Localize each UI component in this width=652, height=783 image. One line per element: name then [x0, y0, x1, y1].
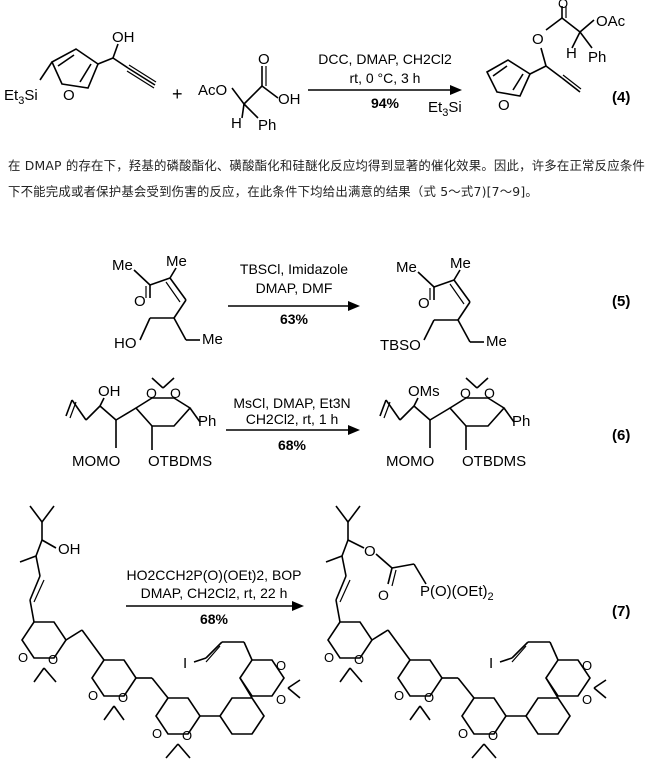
acetonide-o-label-5: O	[152, 726, 162, 741]
otbdms-label: OTBDMS	[148, 453, 212, 470]
product-iodo-label: I	[489, 655, 493, 672]
product-acetonide-o-label-5: O	[458, 726, 468, 741]
ester-product-structure	[485, 6, 595, 97]
product-h-label: H	[566, 45, 577, 62]
product-acetonide-o-label-8: O	[582, 692, 592, 707]
product-ketone-o-label: O	[418, 295, 430, 312]
oh-label: OH	[112, 29, 135, 46]
me-label-2: Me	[166, 253, 187, 270]
phosphonoacetate-product-structure	[325, 505, 607, 759]
dioxane-o-label-1: O	[146, 385, 157, 401]
product-dioxane-o-label-1: O	[460, 385, 471, 401]
product-acetonide-o-label-7: O	[582, 658, 592, 673]
phosphonate-label: P(O)(OEt)2	[420, 583, 494, 603]
product-otbdms-label: OTBDMS	[462, 453, 526, 470]
mesylate-product-structure	[379, 377, 515, 450]
oh-label: OH	[98, 383, 121, 400]
et3si-label: Et3Si	[4, 87, 38, 107]
ester-o-label: O	[532, 31, 544, 48]
equation-number: (6)	[612, 427, 630, 444]
product-acetonide-o-label-2: O	[354, 652, 364, 667]
product-mom-label: MOMO	[386, 453, 434, 470]
me-label-3: Me	[202, 331, 223, 348]
h-label: H	[231, 115, 242, 132]
yield-label: 94%	[371, 95, 400, 111]
conditions-line-1: HO2CCH2P(O)(OEt)2, BOP	[126, 567, 301, 583]
acetonide-o-label-8: O	[276, 692, 286, 707]
ketone-o-label: O	[134, 293, 146, 310]
scheme-eq4: OH Et3Si O + AcO O OH H Ph DCC, DMAP, CH…	[0, 0, 652, 150]
product-furan-o-label: O	[498, 97, 510, 114]
acetonide-o-label-7: O	[276, 658, 286, 673]
conditions-line-2: rt, 0 °C, 3 h	[350, 70, 421, 86]
conditions-line-1: MsCl, DMAP, Et3N	[233, 395, 350, 411]
aco-label: AcO	[198, 82, 227, 99]
conditions-line-2: DMAP, CH2Cl2, rt, 22 h	[141, 585, 288, 601]
conditions-line-2: DMAP, DMF	[256, 280, 333, 296]
me-label-1: Me	[112, 257, 133, 274]
product-dioxane-o-label-2: O	[484, 385, 495, 401]
ester-carbonyl-o-label: O	[558, 0, 568, 11]
acetonide-o-label-4: O	[118, 690, 128, 705]
product-ph-label: Ph	[588, 49, 606, 66]
product-me-label-1: Me	[396, 259, 417, 276]
yield-label: 68%	[278, 437, 307, 453]
equation-number: (5)	[612, 293, 630, 310]
acetonide-o-label-1: O	[18, 650, 28, 665]
ester-o-label: O	[364, 543, 376, 560]
acetyl-mandelic-acid-structure	[231, 66, 279, 119]
product-me-label-2: Me	[450, 255, 471, 272]
tbs-ether-product-structure	[417, 269, 484, 343]
furan-substrate-structure	[39, 43, 157, 89]
product-acetonide-o-label-4: O	[424, 690, 434, 705]
plus-sign: +	[172, 84, 183, 104]
ph-label: Ph	[258, 117, 276, 134]
acetonide-o-label-3: O	[88, 688, 98, 703]
ester-carbonyl-o-label: O	[378, 587, 389, 603]
product-acetonide-o-label-1: O	[324, 650, 334, 665]
ho-label: HO	[114, 335, 137, 352]
product-me-label-3: Me	[486, 333, 507, 350]
equation-number: (4)	[612, 89, 630, 106]
scheme-eq5: Me Me O HO Me TBSCl, Imidazole DMAP, DMF…	[0, 240, 652, 365]
product-ph-label: Ph	[512, 413, 530, 430]
conditions-line-1: DCC, DMAP, CH2Cl2	[318, 51, 452, 67]
body-paragraph: 在 DMAP 的存在下，羟基的磷酸酯化、磺酸酯化和硅醚化反应均得到显著的催化效果…	[8, 158, 646, 199]
dioxane-o-label-2: O	[170, 385, 181, 401]
dioxane-alcohol-substrate-structure	[65, 377, 201, 450]
conditions-line-1: TBSCl, Imidazole	[240, 261, 348, 277]
oms-label: OMs	[408, 383, 440, 400]
product-acetonide-o-label-6: O	[488, 728, 498, 743]
tbso-label: TBSO	[380, 337, 421, 354]
furan-o-label: O	[63, 87, 75, 104]
acetonide-o-label-6: O	[182, 728, 192, 743]
oh-label: OH	[58, 541, 81, 558]
polyketide-substrate-structure	[19, 505, 301, 759]
yield-label: 68%	[200, 611, 229, 627]
acetonide-o-label-2: O	[48, 652, 58, 667]
scheme-eq6: OH O O Ph MOMO OTBDMS MsCl, DMAP, Et3N C…	[0, 368, 652, 488]
iodo-label: I	[183, 655, 187, 672]
carbonyl-o-label: O	[258, 51, 270, 68]
product-et3si-label: Et3Si	[428, 99, 462, 119]
product-acetonide-o-label-3: O	[394, 688, 404, 703]
yield-label: 63%	[280, 311, 309, 327]
enone-substrate-structure	[133, 267, 200, 341]
acid-oh-label: OH	[278, 91, 301, 108]
mom-label: MOMO	[72, 453, 120, 470]
scheme-eq7: OH I O O O O O O O O HO2CCH2P(O)(OEt)2, …	[0, 492, 652, 783]
ph-label: Ph	[198, 413, 216, 430]
conditions-line-2: CH2Cl2, rt, 1 h	[246, 411, 339, 427]
equation-number: (7)	[612, 603, 630, 620]
oac-label: OAc	[596, 13, 626, 30]
